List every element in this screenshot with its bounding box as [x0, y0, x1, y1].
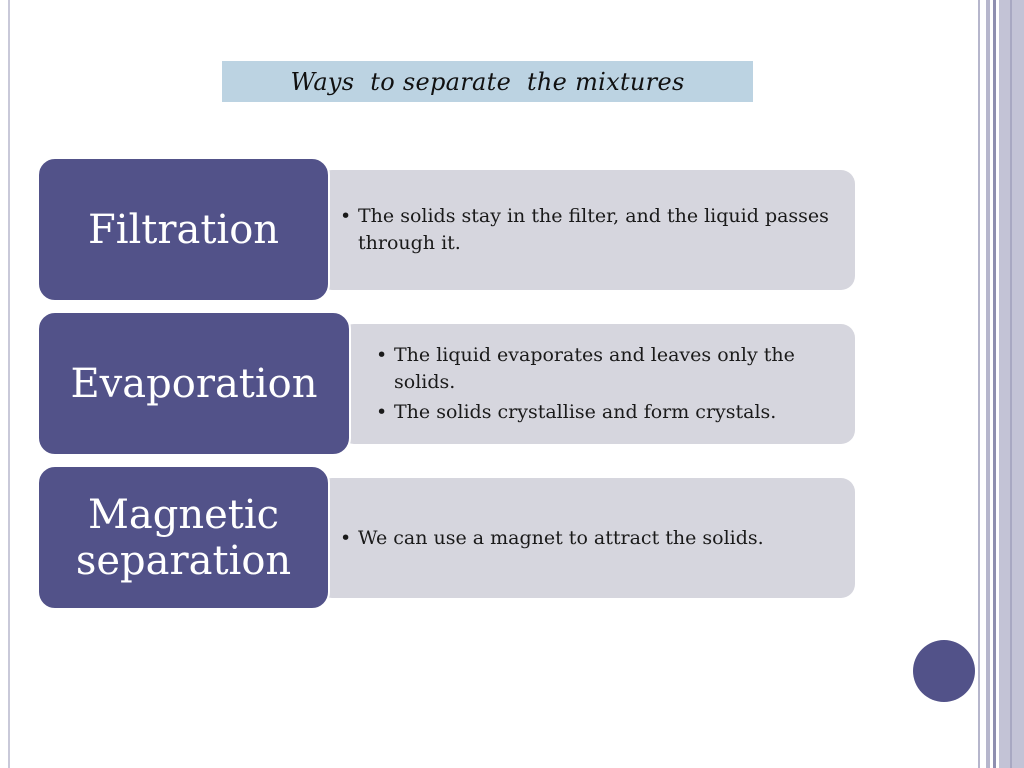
filtration-label-box: Filtration: [37, 157, 330, 302]
right-stripe: [986, 0, 990, 768]
right-stripe: [978, 0, 980, 768]
evaporation-label-box: Evaporation: [37, 311, 351, 456]
filtration-points: The solids stay in the filter, and the l…: [340, 203, 837, 257]
magnetic-separation-label: Magnetic separation: [76, 492, 291, 584]
magnetic-separation-label-box: Magnetic separation: [37, 465, 330, 610]
label-line: Magnetic: [87, 491, 280, 538]
evaporation-label: Evaporation: [70, 360, 318, 407]
magnetic-separation-description-box: We can use a magnet to attract the solid…: [318, 478, 855, 598]
filtration-description-box: The solids stay in the filter, and the l…: [318, 170, 855, 290]
evaporation-points: The liquid evaporates and leaves only th…: [376, 342, 837, 426]
slide-title: Ways to separate the mixtures: [290, 67, 685, 96]
right-stripe: [993, 0, 996, 768]
slide-title-box: Ways to separate the mixtures: [222, 61, 753, 102]
bullet-point: The solids stay in the filter, and the l…: [340, 203, 837, 257]
label-line: separation: [75, 537, 292, 584]
filtration-label: Filtration: [87, 206, 280, 253]
right-stripe: [1010, 0, 1012, 768]
bullet-point: The solids crystallise and form crystals…: [376, 399, 837, 426]
magnetic-separation-points: We can use a magnet to attract the solid…: [340, 525, 764, 552]
evaporation-description-box: The liquid evaporates and leaves only th…: [340, 324, 855, 444]
left-frame-line: [8, 0, 10, 768]
decorative-circle: [913, 640, 975, 702]
bullet-point: The liquid evaporates and leaves only th…: [376, 342, 837, 396]
bullet-point: We can use a magnet to attract the solid…: [340, 525, 764, 552]
